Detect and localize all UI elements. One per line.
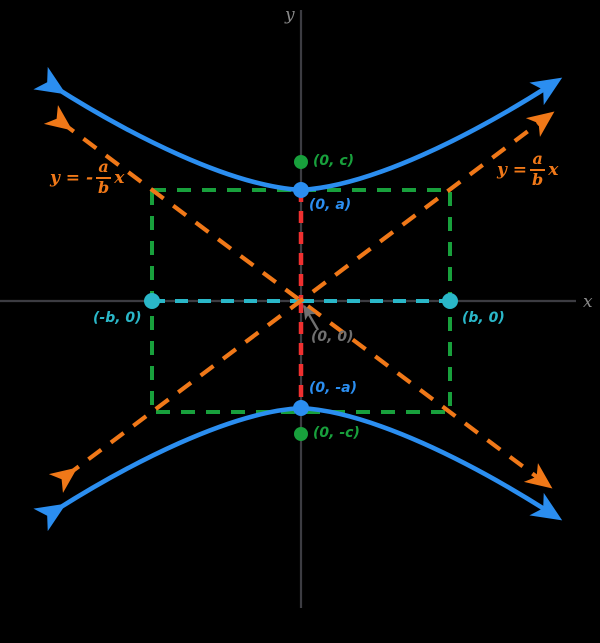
asymptote-negative-slope bbox=[43, 105, 553, 489]
asymptote-right-lhs: y = bbox=[497, 160, 528, 181]
point-focus-upper[interactable] bbox=[294, 155, 308, 169]
point-covertex-right[interactable] bbox=[442, 293, 458, 309]
point-vertex-upper[interactable] bbox=[293, 182, 309, 198]
asymptote-right-fraction: a b bbox=[530, 149, 546, 189]
asymptote-right-numerator: a bbox=[532, 149, 543, 168]
asymptote-left-fraction: a b bbox=[96, 157, 112, 197]
label-focus-lower: (0, -c) bbox=[313, 425, 360, 441]
asymptote-left-numerator: a bbox=[98, 157, 109, 176]
fraction-bar-icon bbox=[96, 176, 112, 179]
label-origin: (0, 0) bbox=[311, 329, 354, 345]
asymptote-positive-slope-label: y = a b x bbox=[497, 149, 559, 190]
asymptote-left-lhs: y = - bbox=[50, 168, 94, 189]
x-axis-label: x bbox=[583, 292, 593, 312]
point-covertex-left[interactable] bbox=[144, 293, 160, 309]
label-covertex-right: (b, 0) bbox=[462, 310, 505, 326]
asymptote-left-denominator: b bbox=[98, 177, 110, 197]
label-covertex-left: (-b, 0) bbox=[93, 310, 142, 326]
y-axis-label: y bbox=[285, 5, 295, 25]
asymptote-right-rhs: x bbox=[548, 160, 559, 181]
fraction-bar-icon bbox=[530, 168, 546, 171]
asymptote-positive-slope bbox=[48, 111, 555, 493]
asymptote-right-denominator: b bbox=[532, 169, 544, 189]
point-focus-lower[interactable] bbox=[294, 427, 308, 441]
origin-callout-arrow bbox=[302, 304, 320, 331]
point-vertex-lower[interactable] bbox=[293, 400, 309, 416]
axis-lines bbox=[0, 10, 576, 608]
asymptote-negative-slope-label: y = - a b x bbox=[50, 157, 125, 198]
asymptote-left-rhs: x bbox=[114, 168, 125, 189]
label-vertex-upper: (0, a) bbox=[309, 197, 352, 213]
label-vertex-lower: (0, -a) bbox=[309, 380, 357, 396]
label-focus-upper: (0, c) bbox=[313, 153, 355, 169]
